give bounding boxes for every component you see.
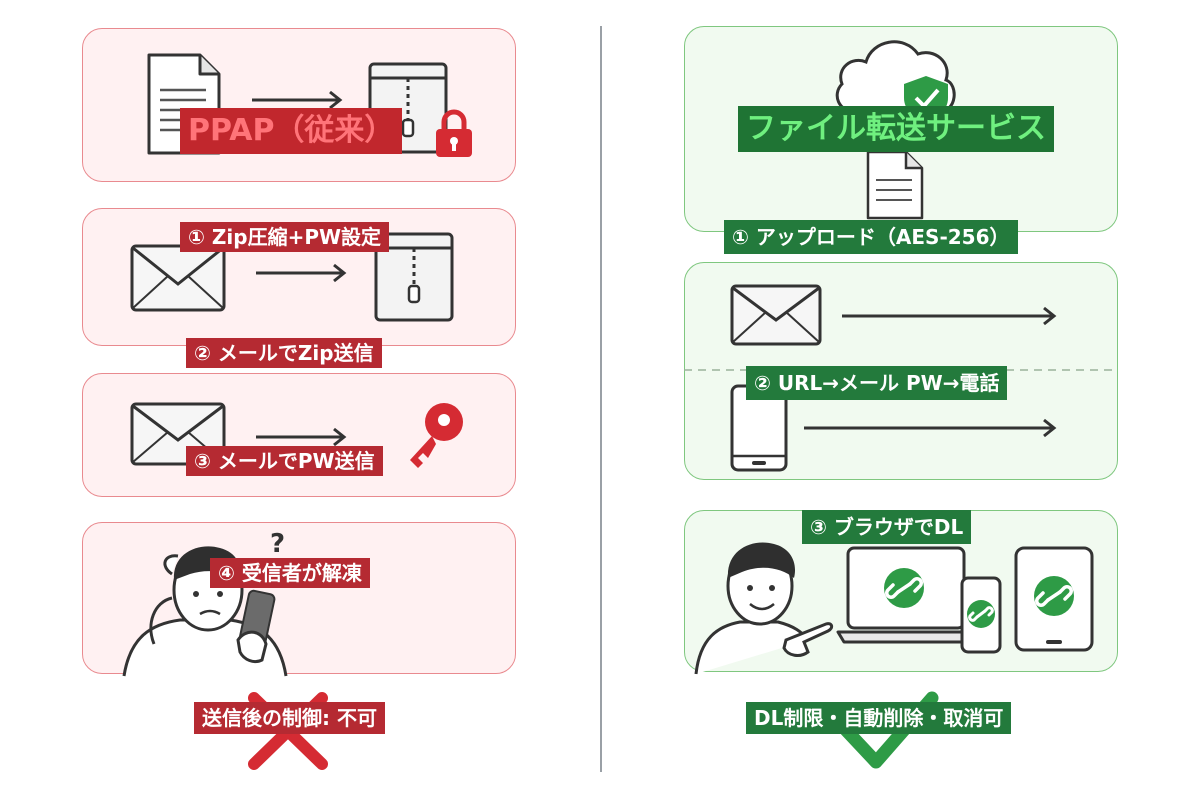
- service-step3-label: ③ ブラウザでDL: [802, 510, 972, 544]
- lock-icon: [434, 108, 474, 158]
- service-step1-label: ① アップロード（AES-256）: [724, 220, 1018, 254]
- laptop-icon: [836, 546, 976, 646]
- ppap-step1-label: ① Zip圧縮+PW設定: [180, 222, 390, 252]
- service-step2-label: ② URL→メール PW→電話: [746, 366, 1008, 400]
- envelope-icon: [130, 244, 226, 312]
- envelope-icon: [730, 284, 822, 346]
- ppap-step3-label: ③ メールでPW送信: [186, 446, 383, 476]
- ppap-footer-label: 送信後の制御: 不可: [194, 702, 385, 734]
- document-icon: [866, 150, 924, 220]
- ppap-step4-label: ④ 受信者が解凍: [210, 558, 370, 588]
- svg-text:?: ?: [270, 529, 285, 559]
- ppap-title-label: PPAP（従来）: [180, 108, 403, 154]
- arrow-icon: [256, 263, 348, 283]
- confused-person-icon: ?: [120, 528, 300, 677]
- smartphone-icon: [730, 384, 788, 472]
- key-icon: [398, 400, 468, 472]
- smartphone-icon: [960, 576, 1002, 654]
- center-divider: [600, 26, 602, 772]
- tablet-icon: [1014, 546, 1094, 652]
- arrow-icon: [842, 306, 1058, 326]
- pointing-person-icon: [690, 528, 840, 675]
- service-footer-label: DL制限・自動削除・取消可: [746, 702, 1012, 734]
- service-title-label: ファイル転送サービス: [738, 106, 1054, 152]
- arrow-icon: [804, 418, 1058, 438]
- arrow-icon: [252, 90, 344, 110]
- ppap-step2-label: ② メールでZip送信: [186, 338, 382, 368]
- arrow-icon: [256, 427, 348, 447]
